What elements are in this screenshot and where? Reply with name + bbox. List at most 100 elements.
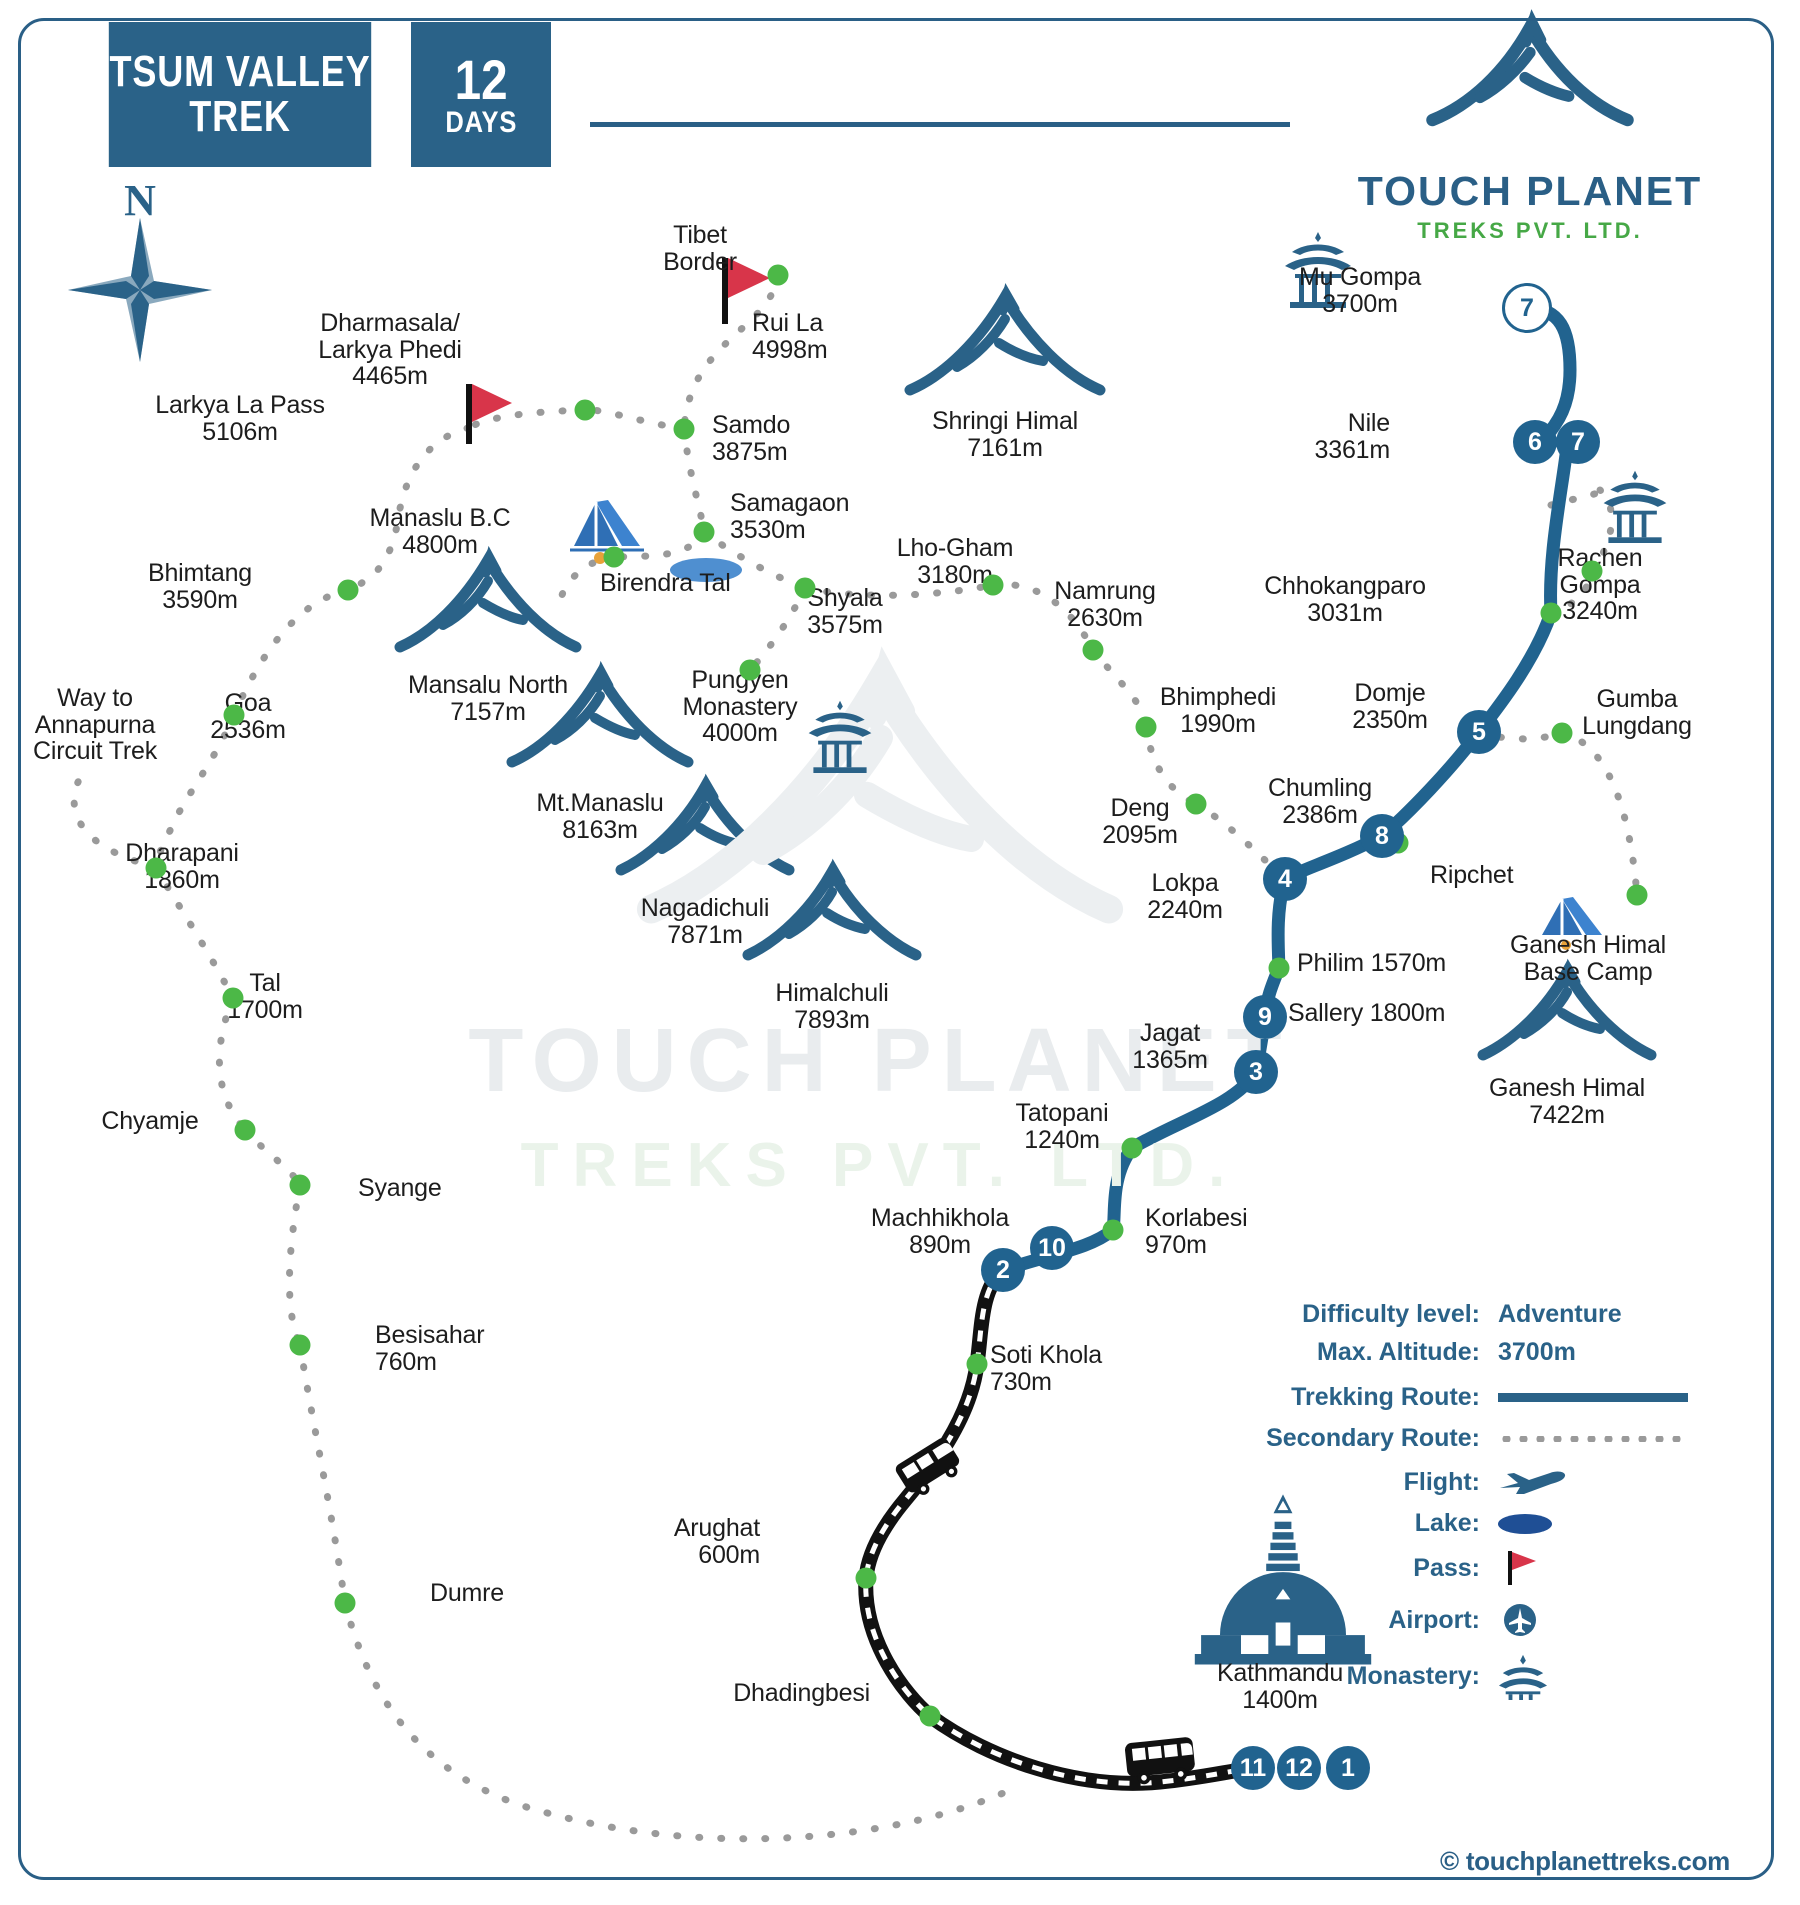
map-label-dumre: Dumre <box>430 1579 505 1607</box>
footer-credit: © touchplanettreks.com <box>1440 1846 1730 1877</box>
node-pungyen[interactable] <box>739 659 761 681</box>
website-url[interactable]: touchplanettreks.com <box>1465 1846 1730 1876</box>
rui-la-pass-flag-icon <box>722 258 770 324</box>
map-label-deng: Deng 2095m <box>1102 794 1178 849</box>
legend-row-airport: Airport: <box>1180 1598 1720 1642</box>
marker-3-jagat[interactable]: 3 <box>1234 1050 1278 1094</box>
node-namrung[interactable] <box>1082 639 1104 661</box>
pass-flag-icon <box>1508 1551 1536 1585</box>
node-bhimphedi[interactable] <box>1135 716 1157 738</box>
map-label-dharmasala: Dharmasala/ Larkya Phedi 4465m <box>318 309 462 390</box>
map-label-himalchuli: Himalchuli 7893m <box>775 979 889 1034</box>
map-label-ganesh-himal-bc: Ganesh Himal Base Camp <box>1510 931 1666 986</box>
node-rachen[interactable] <box>1581 560 1603 582</box>
marker-6-nile[interactable]: 6 <box>1513 420 1557 464</box>
company-logo: TOUCH PLANET TREKS PVT. LTD. <box>1330 22 1730 244</box>
node-dumre[interactable] <box>334 1592 356 1614</box>
marker-10-machhi[interactable]: 10 <box>1030 1226 1074 1270</box>
secondary-route-dumre-south <box>341 1599 1014 1843</box>
node-chhokang[interactable] <box>1540 602 1562 624</box>
node-soti-khola[interactable] <box>966 1353 988 1375</box>
map-label-chyamje: Chyamje <box>101 1107 199 1135</box>
map-label-rachen-gompa: Rachen Gompa 3240m <box>1557 544 1643 625</box>
node-shyala[interactable] <box>794 577 816 599</box>
legend-difficulty-value: Adventure <box>1498 1300 1622 1328</box>
marker-1-ktm[interactable]: 1 <box>1326 1746 1370 1790</box>
map-label-namrung: Namrung 2630m <box>1054 577 1156 632</box>
map-label-ganesh-himal: Ganesh Himal 7422m <box>1489 1074 1645 1129</box>
legend-row-secondary-route: Secondary Route: <box>1180 1424 1720 1453</box>
marker-9-sallery[interactable]: 9 <box>1243 995 1287 1039</box>
legend-airport-label: Airport: <box>1388 1605 1480 1634</box>
node-bhimtang[interactable] <box>337 579 359 601</box>
map-label-goa: Goa 2536m <box>210 689 286 744</box>
node-tatopani[interactable] <box>1121 1137 1143 1159</box>
marker-5-domje[interactable]: 5 <box>1457 710 1501 754</box>
map-label-manaslu-bc: Manaslu B.C 4800m <box>369 504 511 559</box>
rachen-gompa-monastery-icon <box>1603 470 1667 543</box>
map-label-kathmandu: Kathmandu 1400m <box>1216 1659 1344 1714</box>
node-besisahar[interactable] <box>289 1334 311 1356</box>
secondary-route-bhimtang-goa <box>230 586 352 719</box>
pungyen-monastery-icon <box>808 700 872 773</box>
secondary-route-dharmasala-larkya <box>464 406 589 432</box>
marker-7-nile[interactable]: 7 <box>1556 420 1600 464</box>
map-label-mansalu-north: Mansalu North 7157m <box>408 671 568 726</box>
map-label-way-to-annapurna: Way to Annapurna Circuit Trek <box>32 684 157 765</box>
node-lho-gham[interactable] <box>982 574 1004 596</box>
map-label-gumba-lungdang: Gumba Lungdang <box>1582 685 1692 740</box>
secondary-route-domje-gumba <box>1475 728 1566 743</box>
legend-row-trekking-route: Trekking Route: <box>1180 1383 1720 1412</box>
watermark-mountain-icon <box>636 646 1124 924</box>
marker-12-ktm[interactable]: 12 <box>1277 1746 1321 1790</box>
node-gumba-lung[interactable] <box>1551 722 1573 744</box>
node-dharapani[interactable] <box>145 857 167 879</box>
secondary-route-dharapani-tal <box>152 864 237 1002</box>
node-dharmasala[interactable] <box>574 399 596 421</box>
node-arughat[interactable] <box>855 1567 877 1589</box>
marker-7-mu-gompa[interactable]: 7 <box>1502 283 1552 333</box>
node-samagaon[interactable] <box>693 521 715 543</box>
node-syange[interactable] <box>289 1174 311 1196</box>
marker-8-chumling[interactable]: 8 <box>1360 814 1404 858</box>
node-manaslu-bc[interactable] <box>603 546 625 568</box>
node-deng[interactable] <box>1185 793 1207 815</box>
node-tibet-border[interactable] <box>767 264 789 286</box>
marker-4-lokpa[interactable]: 4 <box>1263 857 1307 901</box>
secondary-route-tibet-samdo <box>680 271 782 433</box>
compass-rose-icon <box>68 218 212 362</box>
node-goa[interactable] <box>223 704 245 726</box>
map-label-nagadichuli: Nagadichuli 7871m <box>640 894 770 949</box>
legend-row-pass: Pass: <box>1180 1548 1720 1588</box>
brand-tagline: TREKS PVT. LTD. <box>1417 218 1643 243</box>
node-ganesh-bc[interactable] <box>1626 884 1648 906</box>
copyright-icon: © <box>1440 1846 1459 1876</box>
node-samdo[interactable] <box>673 418 695 440</box>
legend-secondary-route-label: Secondary Route: <box>1266 1424 1480 1452</box>
node-chyamje[interactable] <box>234 1119 256 1141</box>
node-dhadingbesi[interactable] <box>919 1705 941 1727</box>
duration-number: 12 <box>454 47 508 111</box>
mu-gompa-monastery-icon <box>1285 232 1351 308</box>
lake-icon <box>1498 1513 1552 1534</box>
manaslu-bc-tent-icon <box>570 500 644 564</box>
map-label-tal: Tal 1700m <box>227 969 303 1024</box>
map-label-shyala: Shyala 3575m <box>807 584 883 639</box>
map-label-birendra-tal: Birendra Tal <box>600 569 731 597</box>
himalchuli-icon <box>742 858 922 961</box>
secondary-route-chyamje-syange <box>241 1126 304 1189</box>
secondary-route-lhogham-namrung <box>989 580 1097 654</box>
secondary-route-samagaon-mbc <box>610 528 708 561</box>
marker-2-machhi[interactable]: 2 <box>981 1248 1025 1292</box>
birendra-tal-lake-icon <box>670 558 742 582</box>
map-label-mt-manaslu: Mt.Manaslu 8163m <box>536 789 664 844</box>
mountain-icons <box>394 283 1657 1061</box>
node-tal[interactable] <box>222 987 244 1009</box>
legend-flight-label: Flight: <box>1403 1467 1480 1496</box>
node-korlabesi[interactable] <box>1102 1219 1124 1241</box>
map-label-korlabesi: Korlabesi 970m <box>1145 1204 1248 1259</box>
node-philim[interactable] <box>1268 957 1290 979</box>
route-tatopani-korlabesi <box>1106 1141 1139 1237</box>
marker-11-ktm[interactable]: 11 <box>1231 1746 1275 1790</box>
secondary-route-syange-besisahar <box>285 1181 304 1349</box>
